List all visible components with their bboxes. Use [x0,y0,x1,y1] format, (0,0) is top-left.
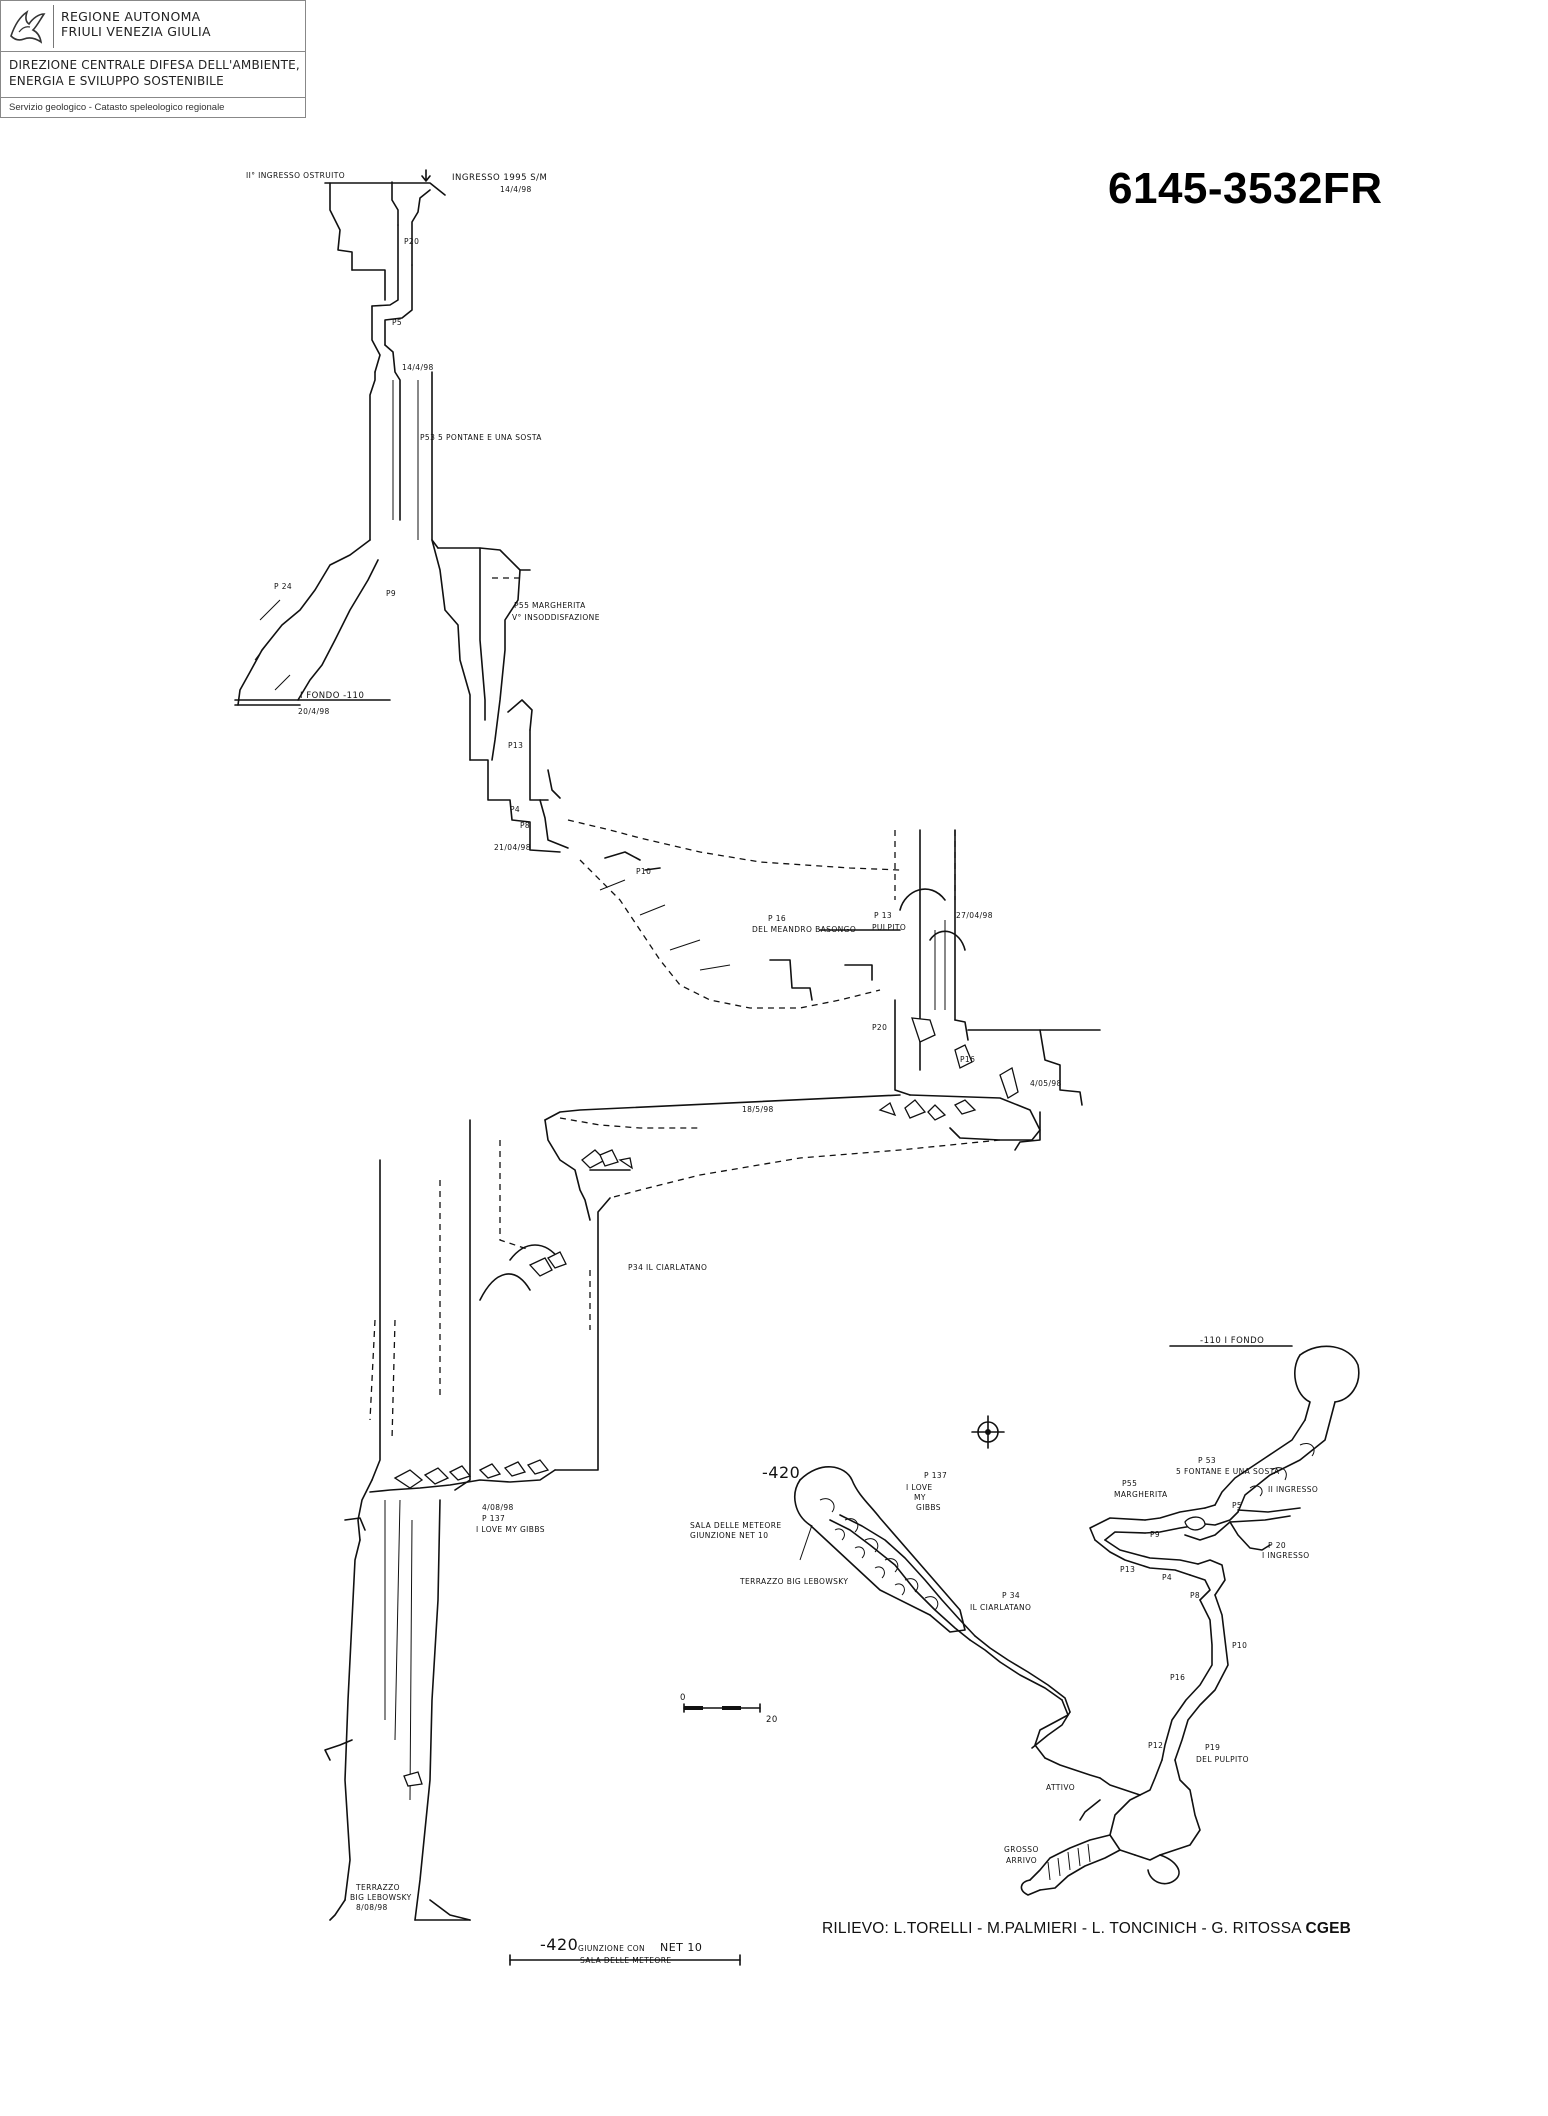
direzione-line-1: DIREZIONE CENTRALE DIFESA DELL'AMBIENTE, [9,58,300,72]
plan-label-p8: P8 [1190,1591,1200,1600]
servizio-name: Servizio geologico - Catasto speleologic… [9,102,225,113]
plan-label-p34: P 34 [1002,1591,1020,1600]
section-labels: II° INGRESSO OSTRUITO INGRESSO 1995 S/M … [246,169,1062,1965]
plan-label-my: MY [914,1493,926,1502]
plan-label-arrivo: ARRIVO [1006,1856,1037,1865]
plan-label-gibbs: GIBBS [916,1503,941,1512]
label-date-p8: 21/04/98 [494,843,531,852]
plan-label-giunzione: GIUNZIONE NET 10 [690,1531,768,1540]
label-fondo: I FONDO -110 [300,691,364,701]
region-line-2: FRIULI VENEZIA GIULIA [61,24,211,39]
label-bottom-depth: -420 [540,1935,578,1954]
label-p13: P13 [508,741,523,750]
plan-label-p19: P19 [1205,1743,1220,1752]
scale-label-20: 20 [766,1715,778,1725]
plan-label-p53-sub: 5 FONTANE E UNA SOSTA [1176,1467,1280,1476]
label-p24: P 24 [274,582,292,591]
plan-label-ingresso2: II INGRESSO [1268,1485,1318,1494]
region-name: REGIONE AUTONOMA FRIULI VENEZIA GIULIA [61,9,211,39]
plan-label-p55: P55 [1122,1479,1137,1488]
plan-label-p12: P12 [1148,1741,1163,1750]
eagle-logo-icon [10,10,46,44]
plan-label-ingresso1: I INGRESSO [1262,1551,1310,1560]
label-lebowsky: BIG LEBOWSKY [350,1893,412,1902]
label-p8: P8 [520,821,530,830]
label-fondo-date: 20/4/98 [298,707,330,716]
label-p5: P5 [392,318,402,327]
credits-club: CGEB [1305,1920,1352,1937]
label-ingresso-date: 14/4/98 [500,185,532,194]
label-date-p5: 14/4/98 [402,363,434,372]
plan-label-grosso: GROSSO [1004,1845,1039,1854]
label-p20-top: P20 [404,237,419,246]
label-p10: P10 [636,867,651,876]
plan-label-pulpito: DEL PULPITO [1196,1755,1249,1764]
label-ingresso-ostruito: II° INGRESSO OSTRUITO [246,171,345,180]
direzione-name: DIREZIONE CENTRALE DIFESA DELL'AMBIENTE,… [9,57,300,89]
cave-plan-view [683,1345,1360,1896]
plan-label-fondo: -110 I FONDO [1200,1336,1264,1346]
direzione-line-2: ENERGIA E SVILUPPO SOSTENIBILE [9,74,224,88]
label-net: NET 10 [660,1941,702,1954]
plan-label-ciarlatano: IL CIARLATANO [970,1603,1031,1612]
plan-label-p20: P 20 [1268,1541,1286,1550]
plan-label-p53: P 53 [1198,1456,1216,1465]
label-date-right: 4/05/98 [1030,1079,1062,1088]
label-p55-sub: V° INSODDISFAZIONE [512,613,600,622]
label-p4: P4 [510,805,520,814]
plan-label-love: I LOVE [906,1483,933,1492]
label-p16-sub: DEL MEANDRO BASONGO [752,925,856,934]
label-terrazzo: TERRAZZO [355,1883,400,1892]
plan-label-p4: P4 [1162,1573,1172,1582]
label-bottom-text: GIUNZIONE CON [578,1944,645,1953]
plan-label-terrazzo: TERRAZZO BIG LEBOWSKY [739,1577,848,1586]
scale-label-0: 0 [680,1693,686,1703]
region-header: REGIONE AUTONOMA FRIULI VENEZIA GIULIA D… [0,0,306,118]
plan-label-p13: P13 [1120,1565,1135,1574]
label-gibbs: I LOVE MY GIBBS [476,1525,545,1534]
label-sala: SALA DELLE METEORE [580,1956,671,1965]
plan-label-p16: P16 [1170,1673,1185,1682]
plan-label-margherita: MARGHERITA [1114,1490,1168,1499]
cave-catalog-id: 6145-3532FR [1108,164,1383,213]
label-p9: P9 [386,589,396,598]
label-date-pulpito: 27/04/98 [956,911,993,920]
label-p16: P 16 [768,914,786,923]
label-ingresso: INGRESSO 1995 S/M [452,173,547,183]
region-line-1: REGIONE AUTONOMA [61,9,201,24]
label-p13b: P 13 [874,911,892,920]
plan-label-depth: -420 [762,1463,800,1482]
label-p53: P53 5 PONTANE E UNA SOSTA [420,433,542,442]
plan-label-sala: SALA DELLE METEORE [690,1521,781,1530]
terrazzo-leader [799,1524,813,1561]
plan-label-p9: P9 [1150,1530,1160,1539]
cave-section-view [234,181,1101,1966]
label-date-mid: 18/5/98 [742,1105,774,1114]
plan-label-attivo: ATTIVO [1046,1783,1075,1792]
plan-labels: -110 I FONDO P 53 5 FONTANE E UNA SOSTA … [680,1336,1318,1865]
label-date-terrazzo: 8/08/98 [356,1903,388,1912]
label-pulpito: PULPITO [872,923,906,932]
label-p20-mid: P20 [872,1023,887,1032]
entrance-arrow-icon [421,169,431,182]
label-p137: P 137 [482,1514,505,1523]
label-p34: P34 IL CIARLATANO [628,1263,707,1272]
label-p16b: P16 [960,1055,975,1064]
survey-credits: RILIEVO: L.TORELLI - M.PALMIERI - L. TON… [822,1920,1351,1938]
plan-label-p10: P10 [1232,1641,1247,1650]
credits-names: RILIEVO: L.TORELLI - M.PALMIERI - L. TON… [822,1920,1306,1937]
plan-label-p5: P5 [1232,1501,1242,1510]
label-date-gibbs: 4/08/98 [482,1503,514,1512]
label-p55: P55 MARGHERITA [514,601,586,610]
plan-label-p137: P 137 [924,1471,947,1480]
